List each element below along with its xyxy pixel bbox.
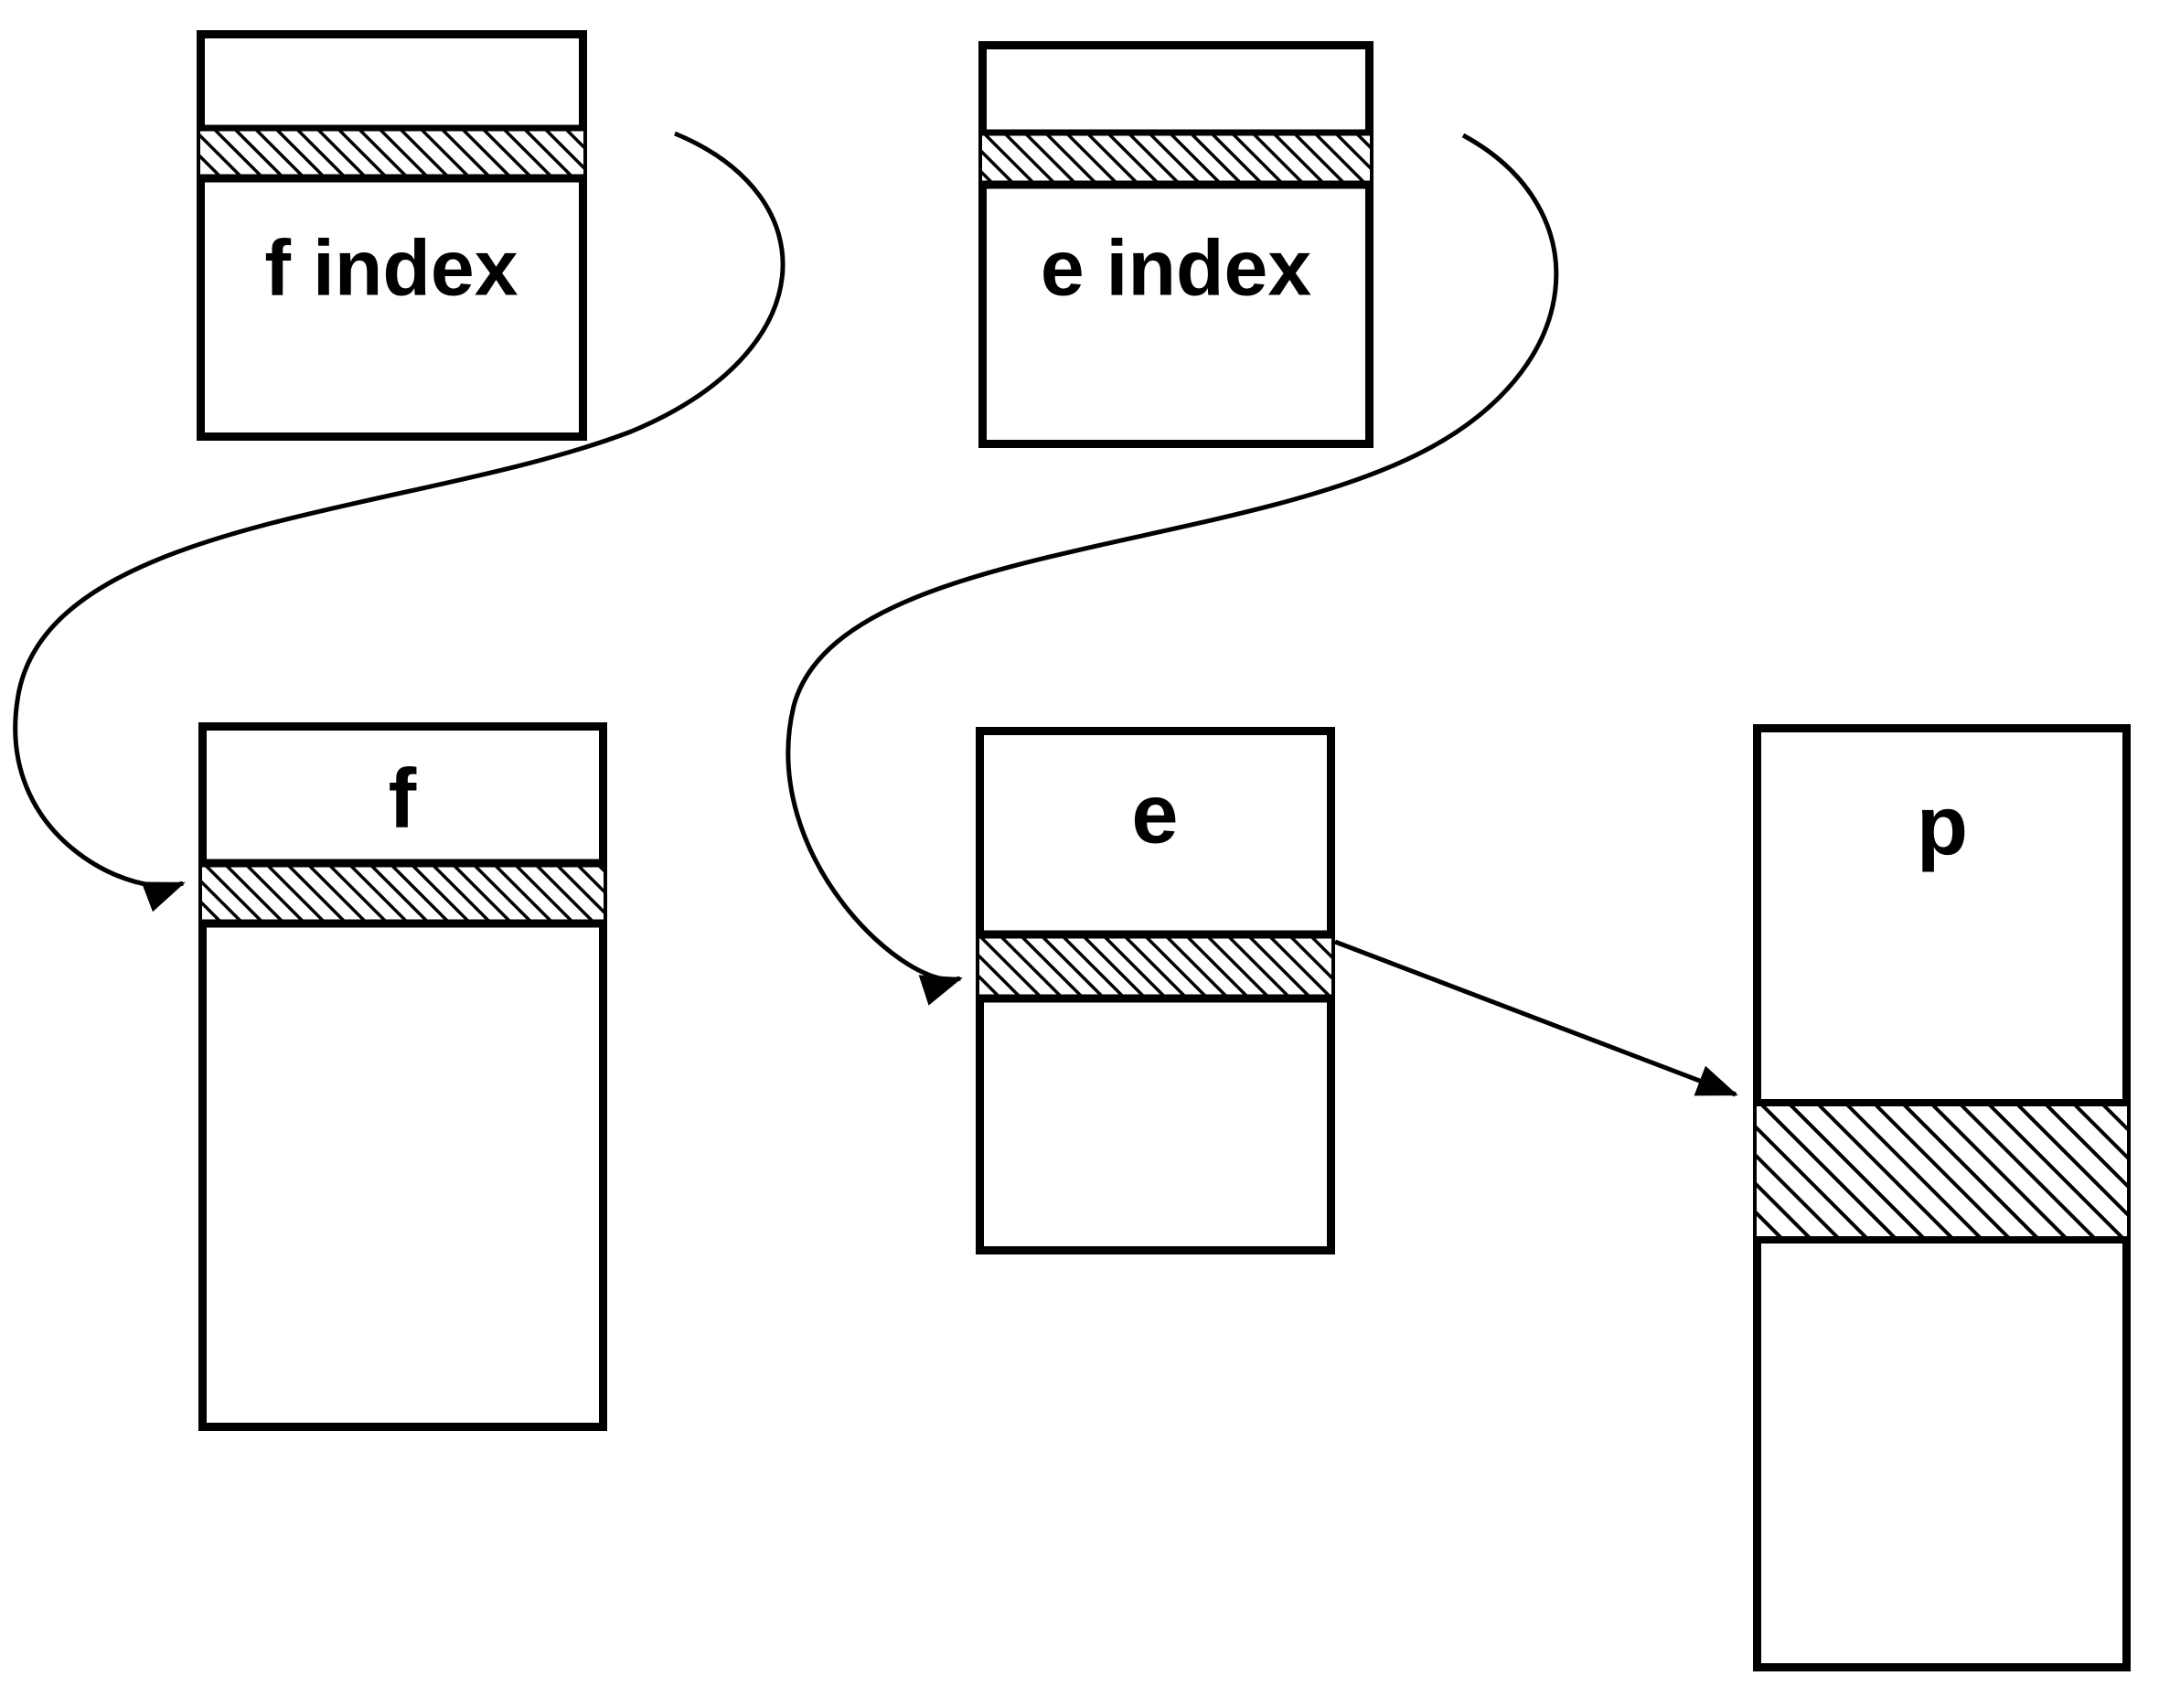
- box-f-outline: [198, 722, 607, 1431]
- box-e-hatched-band: [979, 938, 1331, 995]
- box-e-label: e: [1131, 767, 1178, 860]
- box-e-index[interactable]: e index: [978, 41, 1373, 448]
- box-e-index-label: e index: [1041, 225, 1312, 313]
- box-f[interactable]: f: [198, 722, 607, 1431]
- connector-e-index-to-e: [786, 133, 1559, 1006]
- box-f-index-outline: [197, 30, 587, 441]
- box-p[interactable]: p: [1753, 724, 2131, 1671]
- box-p-hatched-band: [1757, 1105, 2127, 1238]
- box-e-index-hatched-band: [982, 135, 1370, 181]
- box-e[interactable]: e: [976, 727, 1335, 1254]
- box-f-index-label: f index: [264, 225, 518, 313]
- connector-f-index-to-f: [13, 131, 786, 913]
- box-f-label: f: [389, 752, 417, 845]
- box-p-label: p: [1917, 779, 1968, 872]
- box-f-index-hatched-band: [200, 131, 583, 175]
- box-e-index-outline: [978, 41, 1373, 448]
- box-f-hatched-band: [202, 867, 604, 920]
- connector-e-to-p: [1334, 939, 1738, 1097]
- box-f-index[interactable]: f index: [197, 30, 587, 441]
